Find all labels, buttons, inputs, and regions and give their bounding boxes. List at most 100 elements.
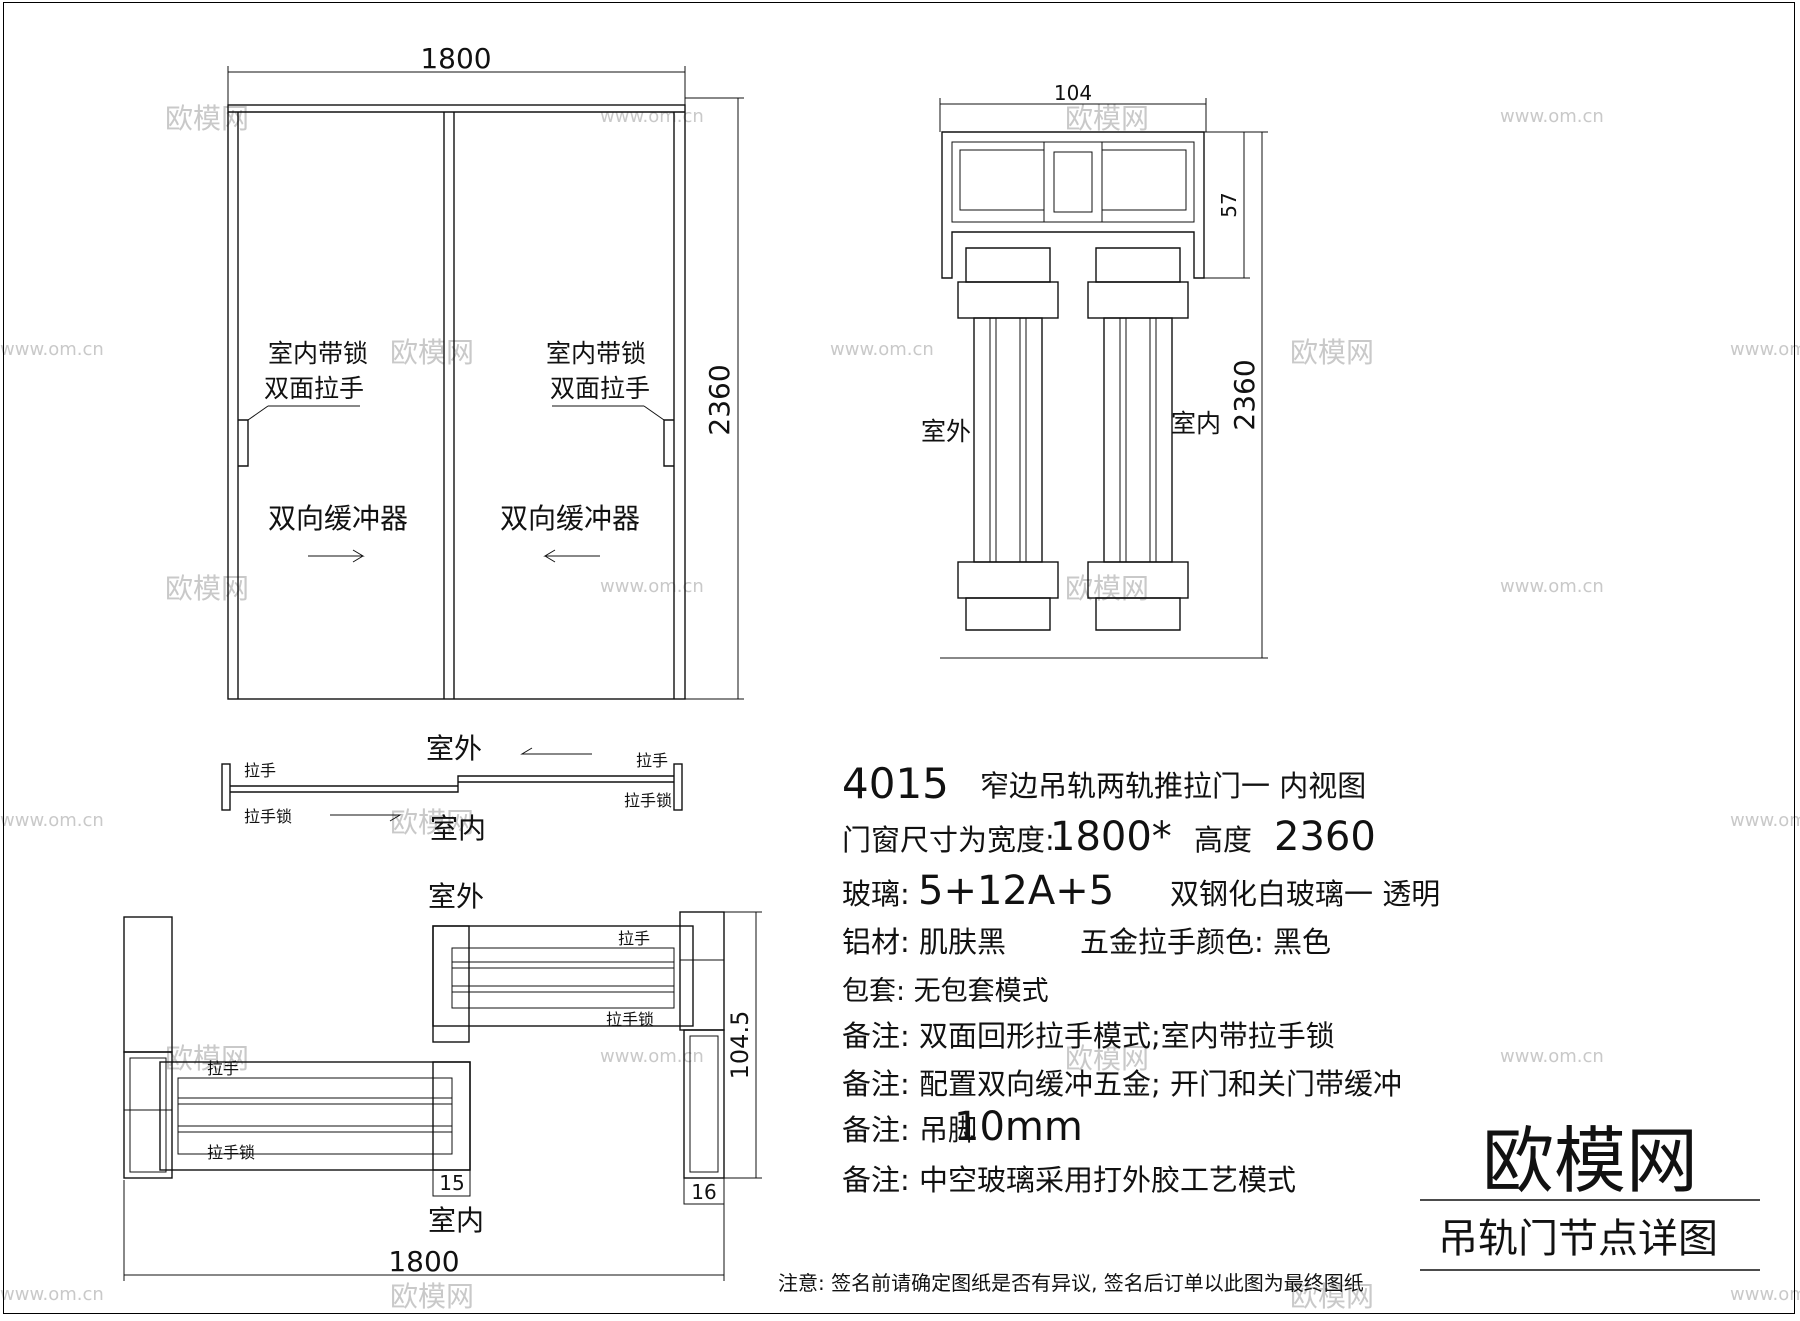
rail-chamber — [1053, 151, 1093, 213]
jamb-profile — [129, 1057, 167, 1173]
watermark: 欧模网 — [165, 572, 249, 605]
watermark: www.om.cn — [1500, 576, 1604, 597]
label-handle: 拉手 — [636, 751, 668, 770]
rail-section: 104 57 — [921, 81, 1268, 659]
label-outdoor: 室外 — [428, 880, 484, 913]
stile-profile — [432, 1061, 471, 1171]
model-number: 4015 — [842, 759, 949, 808]
sash-glass — [451, 947, 675, 1009]
sash-glass — [177, 1077, 453, 1155]
label-buffer: 双向缓冲器 — [268, 502, 408, 535]
label-outdoor: 室外 — [426, 732, 482, 765]
jamb-right — [673, 763, 683, 811]
jamb-profile — [689, 1035, 719, 1173]
drawing-title: 吊轨门节点详图 — [1438, 1216, 1718, 1262]
watermark: www.om.cn — [600, 1046, 704, 1067]
watermark: 欧模网 — [390, 1280, 474, 1313]
product-title: 窄边吊轨两轨推拉门一 内视图 — [980, 769, 1366, 803]
label-indoor: 室内 — [430, 812, 486, 845]
label-handle: 拉手 — [207, 1059, 239, 1078]
dimension-text: 57 — [1217, 192, 1241, 217]
arrow-left-icon — [543, 549, 600, 563]
label-lock: 室内带锁 — [546, 339, 646, 368]
spec-size-height: 2360 — [1274, 814, 1376, 860]
jamb-profile — [123, 1051, 173, 1179]
label-lock: 室内带锁 — [268, 339, 368, 368]
spec-note: 备注: 配置双向缓冲五金; 开门和关门带缓冲 — [842, 1067, 1402, 1101]
spec-note: 备注: 双面回形拉手模式;室内带拉手锁 — [842, 1019, 1335, 1053]
watermark: www.om.cn — [0, 810, 104, 831]
watermark: 欧模网 — [390, 336, 474, 369]
spec-glass-desc: 双钢化白玻璃一 透明 — [1170, 877, 1440, 911]
watermark: 欧模网 — [1290, 336, 1374, 369]
watermark-layer: 欧模网 www.om.cn 欧模网 www.om.cn www.om.cn 欧模… — [0, 102, 1800, 1313]
dimension-text: 1800 — [420, 42, 491, 75]
watermark: www.om.cn — [0, 339, 104, 360]
spec-size-width: 1800* — [1050, 814, 1172, 860]
watermark: 欧模网 — [1290, 1280, 1374, 1313]
label-indoor: 室内 — [1171, 409, 1221, 438]
dimension-text: 15 — [439, 1171, 464, 1195]
spec-hardware-color: 五金拉手颜色: 黑色 — [1080, 925, 1331, 959]
jamb-profile — [683, 1029, 725, 1179]
spec-size-height-label: 高度 — [1194, 823, 1252, 857]
dimension-text: 16 — [691, 1180, 716, 1204]
label-buffer: 双向缓冲器 — [500, 502, 640, 535]
leader-line — [643, 405, 665, 421]
dimension-text: 2360 — [703, 364, 736, 435]
rail-chamber — [1043, 141, 1103, 223]
stile-profile — [432, 925, 470, 1043]
label-handle-lock: 拉手锁 — [244, 807, 292, 826]
watermark: 欧模网 — [1065, 102, 1149, 135]
label-outdoor: 室外 — [921, 417, 971, 446]
arrow-right-icon — [308, 549, 365, 563]
watermark: www.om.cn — [830, 339, 934, 360]
spec-glass-label: 玻璃: — [842, 877, 910, 911]
arrow-right-icon — [330, 814, 402, 822]
jamb-left — [221, 763, 231, 811]
label-handle: 拉手 — [618, 929, 650, 948]
spec-size-label: 门窗尺寸为宽度: — [842, 823, 1055, 857]
watermark: www.om.cn — [1500, 1046, 1604, 1067]
dimension-text: 104 — [1054, 81, 1092, 105]
sash-bottom — [1095, 597, 1181, 631]
label-handle-lock: 拉手锁 — [606, 1010, 654, 1029]
watermark: 欧模网 — [390, 806, 474, 839]
watermark: 欧模网 — [165, 1042, 249, 1075]
watermark: www.om.cn — [1730, 810, 1800, 831]
door-frame — [227, 104, 686, 700]
handle-right — [663, 419, 674, 467]
label-handle-lock: 拉手锁 — [207, 1143, 255, 1162]
label-handle-lock: 拉手锁 — [624, 791, 672, 810]
front-elevation: 1800 室内带锁 双面拉手 室内带锁 双面拉手 双向缓冲器 双向缓冲器 — [227, 42, 744, 700]
watermark: www.om.cn — [1500, 106, 1604, 127]
dimension-text: 1800 — [388, 1245, 459, 1278]
spec-casing: 包套: 无包套模式 — [842, 976, 1049, 1007]
spec-note-label: 备注: 吊脚 — [842, 1113, 977, 1147]
spec-note-value: 10mm — [954, 1104, 1083, 1150]
brand-logo: 欧模网 — [1482, 1119, 1698, 1203]
watermark: 欧模网 — [1065, 572, 1149, 605]
handle-left — [238, 419, 249, 467]
sash-plan — [230, 775, 674, 793]
plan-schematic: 室外 室内 拉手 拉手锁 拉手 拉手锁 — [221, 732, 683, 845]
spec-aluminum: 铝材: 肌肤黑 — [842, 925, 1006, 959]
sheet-border — [3, 2, 1795, 1314]
label-handle: 双面拉手 — [550, 374, 650, 403]
label-handle: 双面拉手 — [264, 374, 364, 403]
spec-glass-value: 5+12A+5 — [918, 868, 1114, 914]
watermark: www.om.cn — [600, 576, 704, 597]
spec-note: 备注: 中空玻璃采用打外胶工艺模式 — [842, 1163, 1296, 1197]
label-indoor: 室内 — [428, 1204, 484, 1237]
watermark: www.om.cn — [0, 1284, 104, 1305]
arrow-left-icon — [520, 747, 592, 755]
leader-line — [247, 405, 269, 421]
dimension-line — [432, 1170, 471, 1197]
sash-bottom — [965, 597, 1051, 631]
label-handle: 拉手 — [244, 761, 276, 780]
watermark: www.om.cn — [1730, 339, 1800, 360]
watermark: www.om.cn — [600, 106, 704, 127]
rail-profile — [941, 131, 1205, 279]
